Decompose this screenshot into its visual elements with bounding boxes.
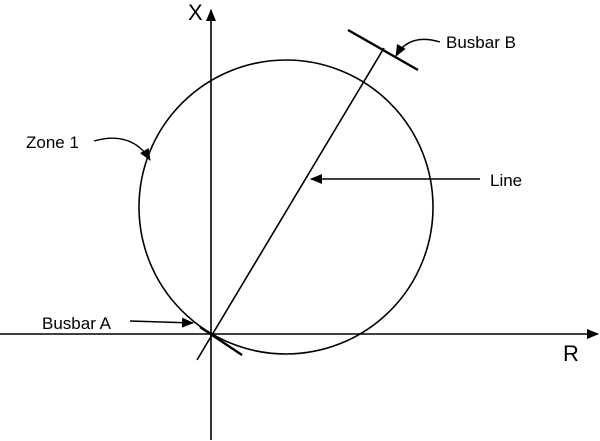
busbar-a-arrow bbox=[129, 317, 194, 328]
busbar-a-label: Busbar A bbox=[42, 314, 112, 333]
line-label: Line bbox=[490, 171, 522, 190]
r-axis-label: R bbox=[563, 341, 579, 366]
zone1-circle bbox=[138, 59, 434, 355]
busbar-b-arrow bbox=[395, 38, 441, 57]
x-axis-label: X bbox=[188, 0, 203, 25]
line-characteristic bbox=[196, 47, 385, 361]
busbar-b-label: Busbar B bbox=[446, 33, 516, 52]
busbar-b-marker bbox=[347, 28, 419, 72]
zone1-arrow bbox=[93, 137, 151, 161]
zone1-label: Zone 1 bbox=[26, 133, 79, 152]
busbar-a-marker bbox=[199, 326, 243, 356]
